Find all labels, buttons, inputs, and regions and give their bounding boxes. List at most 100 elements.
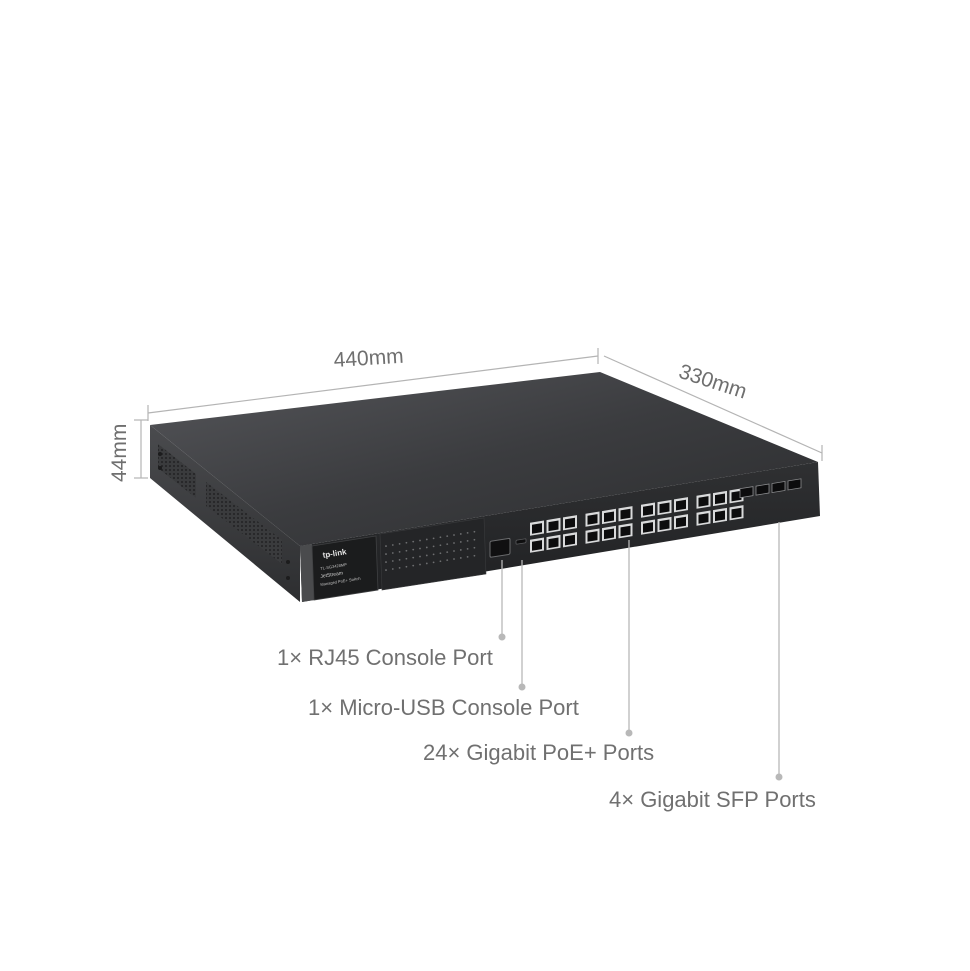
- sfp-port: [739, 486, 754, 499]
- ethernet-port: [585, 528, 600, 544]
- sfp-port: [771, 480, 786, 494]
- ethernet-port: [674, 497, 688, 513]
- ethernet-port: [729, 505, 744, 521]
- led-indicator: [473, 554, 476, 557]
- ethernet-port: [618, 506, 633, 522]
- ethernet-port: [563, 515, 577, 531]
- led-indicator: [453, 550, 455, 552]
- led-indicator: [425, 562, 428, 565]
- ethernet-port: [530, 520, 544, 536]
- poe-port-grid: [530, 488, 744, 553]
- led-indicator: [398, 558, 401, 561]
- led-indicator: [459, 541, 462, 543]
- callout-leaders: [498, 522, 783, 781]
- ethernet-port: [713, 490, 727, 507]
- led-indicator: [412, 540, 415, 543]
- callout-poe-ports: 24× Gigabit PoE+ Ports: [423, 740, 655, 765]
- led-indicator: [385, 561, 387, 563]
- ethernet-port: [674, 514, 688, 530]
- rack-ear: [300, 544, 314, 602]
- led-indicator: [419, 555, 421, 558]
- led-indicator: [446, 559, 449, 562]
- led-indicator: [425, 554, 428, 557]
- network-switch: [150, 372, 820, 602]
- width-dimension-label: 440mm: [333, 344, 405, 372]
- dimension-lines: [134, 348, 823, 479]
- led-indicator: [385, 569, 387, 571]
- led-indicator: [466, 539, 469, 542]
- led-indicator: [412, 556, 415, 559]
- led-indicator: [459, 549, 462, 551]
- led-indicator: [439, 552, 442, 555]
- ethernet-port: [713, 507, 727, 524]
- led-indicator: [391, 568, 394, 570]
- led-indicator: [405, 541, 408, 544]
- micro-usb-port: [515, 538, 527, 545]
- height-dimension-label: 44mm: [108, 423, 131, 482]
- led-indicator: [425, 538, 428, 541]
- led-indicator: [385, 545, 387, 547]
- led-indicator: [473, 546, 476, 549]
- led-indicator: [419, 547, 421, 550]
- led-indicator: [398, 542, 401, 545]
- ethernet-port: [602, 508, 616, 525]
- led-indicator: [432, 545, 435, 548]
- brand-panel: [311, 535, 379, 601]
- led-indicator: [405, 557, 408, 560]
- ethernet-port: [696, 493, 711, 509]
- led-indicator: [398, 566, 401, 569]
- led-indicator: [439, 544, 442, 547]
- led-indicator: [446, 535, 449, 538]
- led-indicator: [466, 531, 469, 534]
- led-indicator: [459, 557, 462, 559]
- led-indicator: [391, 560, 394, 562]
- led-indicator: [405, 549, 408, 552]
- led-indicator: [459, 533, 462, 535]
- led-indicator: [405, 565, 408, 568]
- ethernet-port: [546, 517, 561, 534]
- led-indicator: [453, 542, 455, 544]
- ethernet-port: [657, 499, 672, 516]
- led-indicator: [419, 563, 421, 566]
- callout-sfp-ports: 4× Gigabit SFP Ports: [609, 787, 816, 812]
- callout-rj45-console: 1× RJ45 Console Port: [277, 645, 493, 670]
- side-vent: [158, 444, 196, 498]
- led-indicator: [439, 560, 442, 563]
- led-indicator: [473, 538, 476, 541]
- chassis-top: [150, 372, 818, 546]
- led-indicator: [473, 530, 476, 533]
- ethernet-port: [602, 525, 616, 542]
- led-indicator: [439, 536, 442, 539]
- ethernet-port: [530, 537, 544, 553]
- sfp-port-group: [739, 478, 802, 499]
- led-indicator: [425, 546, 428, 549]
- led-indicator: [398, 550, 401, 553]
- led-indicator: [391, 552, 394, 554]
- sfp-port: [755, 483, 770, 496]
- led-indicator: [391, 544, 394, 546]
- ethernet-port: [657, 516, 672, 533]
- led-indicator: [432, 537, 435, 540]
- side-vent: [206, 482, 282, 564]
- led-indicator: [453, 534, 455, 536]
- led-indicator: [385, 553, 387, 555]
- led-indicator: [446, 543, 449, 546]
- led-indicator: [453, 558, 455, 560]
- led-indicator: [466, 547, 469, 550]
- ethernet-port: [546, 534, 561, 551]
- ethernet-port: [641, 502, 655, 518]
- led-indicator: [412, 548, 415, 551]
- ethernet-port: [641, 519, 655, 535]
- ethernet-port: [585, 511, 600, 527]
- led-indicator: [432, 553, 435, 556]
- led-indicator: [446, 551, 449, 554]
- callout-micro-usb-console: 1× Micro-USB Console Port: [308, 695, 579, 720]
- led-indicator: [419, 539, 421, 542]
- led-indicator: [412, 564, 415, 567]
- led-indicator: [432, 561, 435, 564]
- status-leds: [385, 530, 476, 571]
- sfp-port: [787, 478, 802, 491]
- led-indicator: [466, 555, 469, 558]
- ethernet-port: [618, 523, 633, 539]
